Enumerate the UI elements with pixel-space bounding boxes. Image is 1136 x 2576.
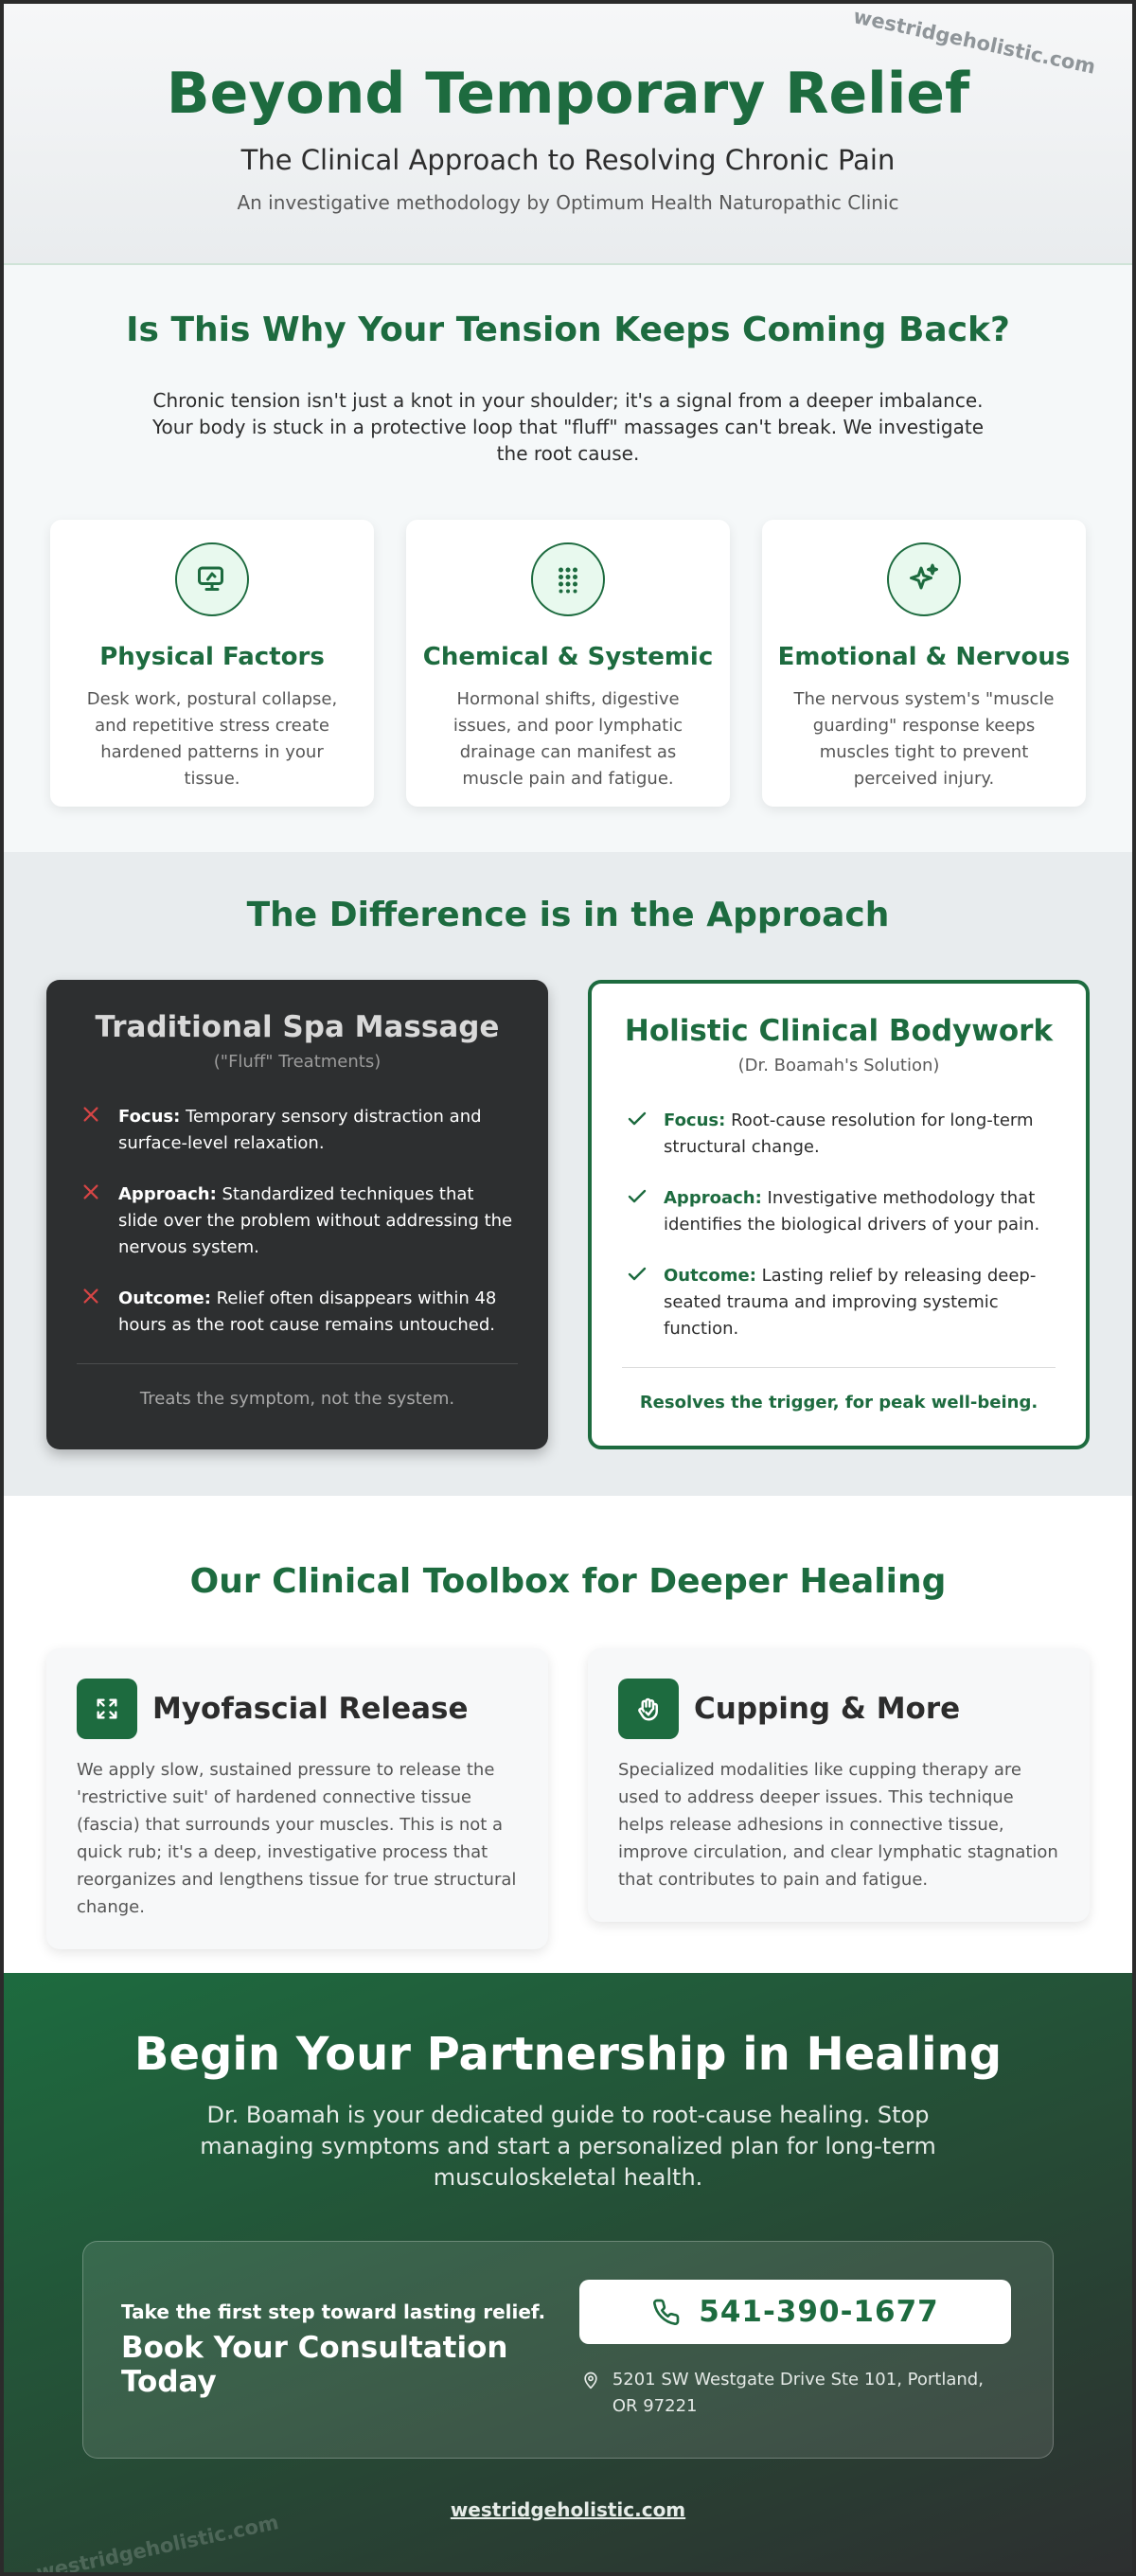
card-footer: Treats the symptom, not the system. — [77, 1363, 518, 1409]
address: 5201 SW Westgate Drive Ste 101, Portland… — [579, 2367, 1011, 2420]
book-consultation-text: Book Your Consultation Today — [121, 2331, 508, 2399]
approach-section: The Difference is in the Approach Tradit… — [4, 852, 1132, 1496]
list-item: Focus: Temporary sensory distraction and… — [77, 1104, 518, 1157]
factor-text: Desk work, postural collapse, and repeti… — [86, 689, 338, 789]
expand-arrows-icon — [77, 1679, 137, 1739]
desk-monitor-icon — [175, 542, 249, 616]
point-text: Investigative methodology that identifie… — [664, 1188, 1040, 1235]
section-lead: Chronic tension isn't just a knot in you… — [151, 389, 985, 465]
card-title: Traditional Spa Massage — [95, 1010, 500, 1044]
tool-text: Specialized modalities like cupping ther… — [618, 1760, 1058, 1890]
factor-text: The nervous system's "muscle guarding" r… — [793, 689, 1055, 789]
list-item: Outcome: Lasting relief by releasing dee… — [622, 1263, 1056, 1342]
point-text: Relief often disappears within 48 hours … — [118, 1288, 497, 1335]
tension-section: Is This Why Your Tension Keeps Coming Ba… — [4, 265, 1132, 852]
cta-lead: Dr. Boamah is your dedicated guide to ro… — [200, 2102, 936, 2191]
page-subtitle: The Clinical Approach to Resolving Chron… — [240, 144, 896, 176]
point-label: Approach: — [664, 1188, 762, 1208]
list-item: Outcome: Relief often disappears within … — [77, 1286, 518, 1339]
factor-card-chemical: Chemical & Systemic Hormonal shifts, dig… — [406, 520, 730, 807]
list-item: Approach: Investigative methodology that… — [622, 1185, 1056, 1238]
factor-title: Physical Factors — [99, 643, 325, 671]
card-subtitle: (Dr. Boamah's Solution) — [737, 1056, 940, 1075]
section-title: Is This Why Your Tension Keeps Coming Ba… — [126, 311, 1010, 349]
check-icon — [622, 1185, 664, 1238]
cta-section: Begin Your Partnership in Healing Dr. Bo… — [4, 1973, 1132, 2572]
address-text: 5201 SW Westgate Drive Ste 101, Portland… — [612, 2370, 984, 2416]
tool-card-cupping: Cupping & More Specialized modalities li… — [588, 1648, 1090, 1922]
factor-cards: Physical Factors Desk work, postural col… — [4, 520, 1132, 807]
section-title: Our Clinical Toolbox for Deeper Healing — [189, 1562, 947, 1601]
hero-header: westridgeholistic.com Beyond Temporary R… — [4, 4, 1132, 265]
check-icon — [622, 1263, 664, 1342]
section-title: The Difference is in the Approach — [246, 896, 890, 934]
phone-number: 541-390-1677 — [699, 2295, 939, 2329]
cross-icon — [77, 1181, 118, 1261]
point-text: Root-cause resolution for long-term stru… — [664, 1110, 1034, 1157]
location-pin-icon — [579, 2367, 612, 2420]
list-item: Focus: Root-cause resolution for long-te… — [622, 1108, 1056, 1161]
comparison-columns: Traditional Spa Massage ("Fluff" Treatme… — [4, 980, 1132, 1449]
tool-title: Myofascial Release — [152, 1692, 469, 1726]
website-link[interactable]: westridgeholistic.com — [450, 2498, 686, 2521]
points-list: Focus: Root-cause resolution for long-te… — [622, 1108, 1056, 1342]
card-subtitle: ("Fluff" Treatments) — [213, 1052, 382, 1072]
traditional-card: Traditional Spa Massage ("Fluff" Treatme… — [46, 980, 548, 1449]
cta-title: Begin Your Partnership in Healing — [133, 2028, 1003, 2081]
cta-kicker: Take the first step toward lasting relie… — [121, 2301, 546, 2323]
tool-cards: Myofascial Release We apply slow, sustai… — [4, 1648, 1132, 1949]
point-label: Outcome: — [118, 1288, 211, 1308]
point-label: Approach: — [118, 1184, 217, 1204]
points-list: Focus: Temporary sensory distraction and… — [77, 1104, 518, 1339]
hand-cupping-icon — [618, 1679, 679, 1739]
cross-icon — [77, 1286, 118, 1339]
point-text: Temporary sensory distraction and surfac… — [118, 1107, 482, 1153]
dots-grid-icon — [531, 542, 605, 616]
holistic-card: Holistic Clinical Bodywork (Dr. Boamah's… — [588, 980, 1090, 1449]
point-label: Focus: — [118, 1107, 181, 1127]
point-label: Focus: — [664, 1110, 726, 1130]
point-text: Lasting relief by releasing deep-seated … — [664, 1266, 1037, 1339]
factor-card-emotional: Emotional & Nervous The nervous system's… — [762, 520, 1086, 807]
page-title: Beyond Temporary Relief — [166, 61, 970, 127]
card-footer: Resolves the trigger, for peak well-bein… — [622, 1367, 1056, 1412]
contact-box: Take the first step toward lasting relie… — [82, 2241, 1054, 2459]
byline: An investigative methodology by Optimum … — [237, 191, 899, 214]
card-title: Holistic Clinical Bodywork — [624, 1014, 1054, 1048]
point-label: Outcome: — [664, 1266, 756, 1286]
point-text: Standardized techniques that slide over … — [118, 1184, 513, 1257]
tool-text: We apply slow, sustained pressure to rel… — [77, 1760, 517, 1917]
tool-card-myofascial: Myofascial Release We apply slow, sustai… — [46, 1648, 548, 1949]
tool-title: Cupping & More — [694, 1692, 961, 1726]
cross-icon — [77, 1104, 118, 1157]
factor-text: Hormonal shifts, digestive issues, and p… — [453, 689, 683, 789]
list-item: Approach: Standardized techniques that s… — [77, 1181, 518, 1261]
sparkle-icon — [887, 542, 961, 616]
toolbox-section: Our Clinical Toolbox for Deeper Healing … — [4, 1496, 1132, 2038]
check-icon — [622, 1108, 664, 1161]
factor-title: Emotional & Nervous — [777, 643, 1071, 671]
phone-icon — [653, 2299, 680, 2325]
factor-title: Chemical & Systemic — [422, 643, 714, 671]
factor-card-physical: Physical Factors Desk work, postural col… — [50, 520, 374, 807]
phone-button[interactable]: 541-390-1677 — [579, 2280, 1011, 2344]
